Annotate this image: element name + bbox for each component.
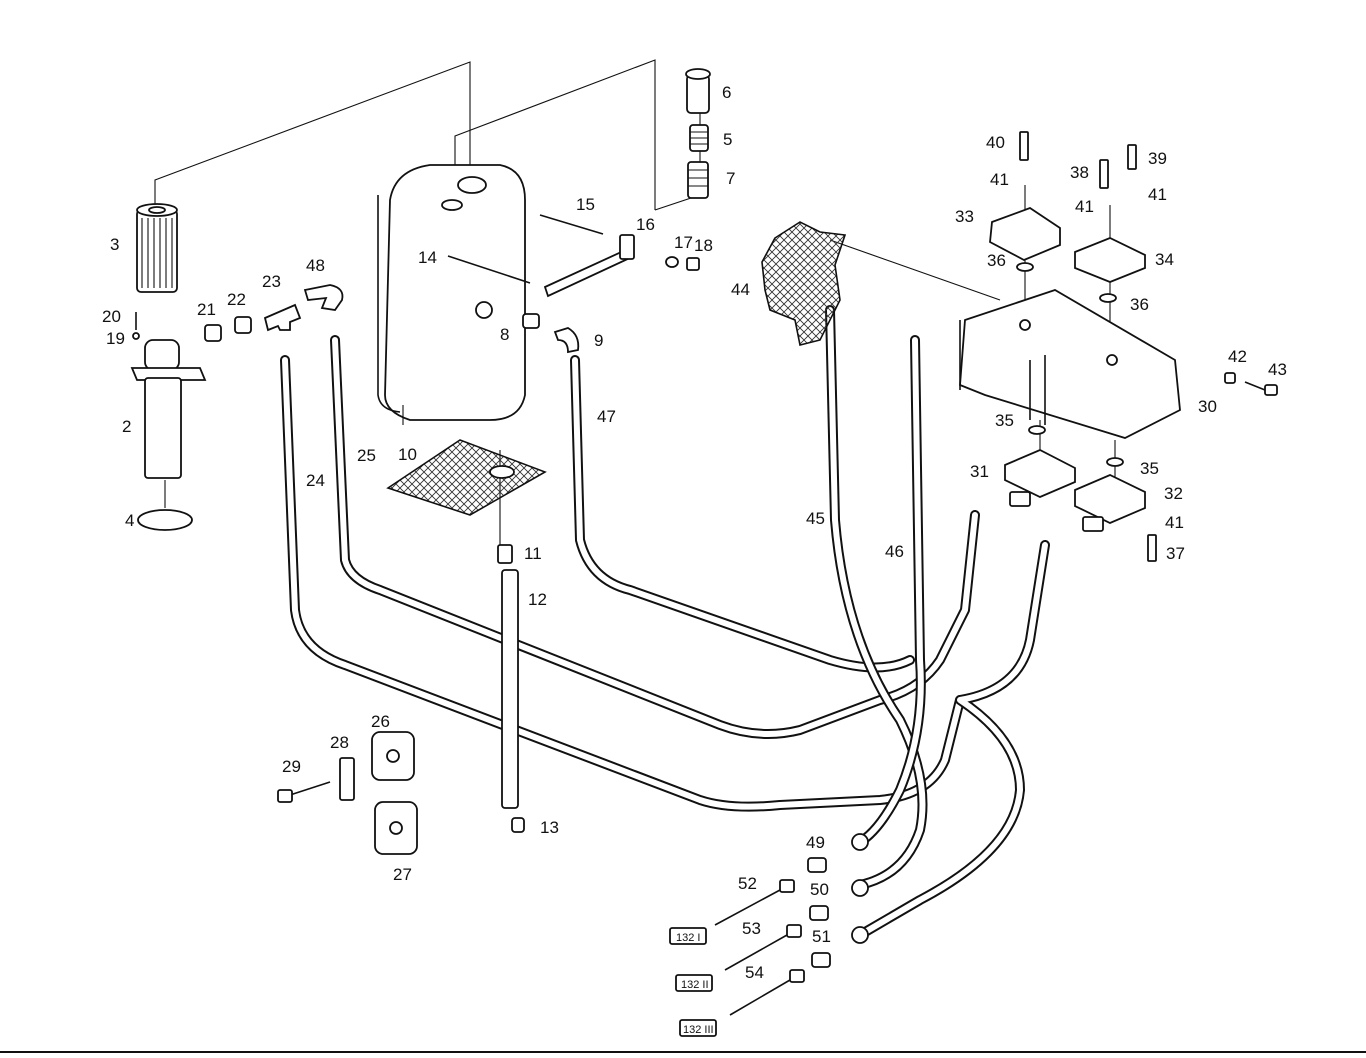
part-label: 53 xyxy=(742,919,761,938)
ref-tag-132-ii: 132 II xyxy=(681,979,709,991)
gasket-10 xyxy=(386,439,547,516)
part-label: 41 xyxy=(1165,513,1184,532)
part-label: 10 xyxy=(398,445,417,464)
part-label: 32 xyxy=(1164,484,1183,503)
part-label: 50 xyxy=(810,880,829,899)
part-label: 13 xyxy=(540,818,559,837)
part-label: 44 xyxy=(731,280,750,299)
filler-cap xyxy=(685,68,711,199)
part-label: 11 xyxy=(524,544,542,563)
reference-tags: 132 I 132 II 132 III xyxy=(676,932,714,1036)
part-label: 48 xyxy=(306,256,325,275)
part-label: 40 xyxy=(986,133,1005,152)
clamp-parts xyxy=(277,731,418,855)
part-label: 14 xyxy=(418,248,437,267)
part-label: 35 xyxy=(995,411,1014,430)
part-label: 42 xyxy=(1228,347,1247,366)
flanges xyxy=(989,131,1157,562)
part-label: 47 xyxy=(597,407,616,426)
part-label: 7 xyxy=(726,169,735,188)
part-label: 36 xyxy=(1130,295,1149,314)
part-label: 46 xyxy=(885,542,904,561)
ref-tag-132-iii: 132 III xyxy=(683,1024,714,1036)
part-labels: 2 3 4 5 6 7 8 9 10 11 12 13 14 15 16 17 … xyxy=(102,83,1287,982)
part-label: 12 xyxy=(528,590,547,609)
part-label: 43 xyxy=(1268,360,1287,379)
part-label: 6 xyxy=(722,83,731,102)
part-label: 34 xyxy=(1155,250,1174,269)
part-label: 25 xyxy=(357,446,376,465)
part-label: 27 xyxy=(393,865,412,884)
part-label: 24 xyxy=(306,471,325,490)
part-label: 17 xyxy=(674,233,693,252)
part-label: 41 xyxy=(1075,197,1094,216)
hose-lines xyxy=(280,305,1050,940)
part-label: 21 xyxy=(197,300,216,319)
part-label: 51 xyxy=(812,927,831,946)
mounting-plate-44 xyxy=(761,221,847,346)
part-label: 9 xyxy=(594,331,603,350)
part-label: 35 xyxy=(1140,459,1159,478)
part-label: 41 xyxy=(1148,185,1167,204)
pump-30 xyxy=(959,289,1278,439)
part-label: 52 xyxy=(738,874,757,893)
part-label: 37 xyxy=(1166,544,1185,563)
part-label: 16 xyxy=(636,215,655,234)
part-label: 39 xyxy=(1148,149,1167,168)
fittings-8-9 xyxy=(522,313,580,354)
part-label: 5 xyxy=(723,130,732,149)
filter-assembly xyxy=(130,203,207,531)
part-label: 54 xyxy=(745,963,764,982)
part-label: 3 xyxy=(110,235,119,254)
part-label: 19 xyxy=(106,329,125,348)
part-label: 41 xyxy=(990,170,1009,189)
part-label: 26 xyxy=(371,712,390,731)
part-label: 31 xyxy=(970,462,989,481)
part-label: 45 xyxy=(806,509,825,528)
fittings-left xyxy=(204,284,344,342)
part-label: 49 xyxy=(806,833,825,852)
part-label: 30 xyxy=(1198,397,1217,416)
part-label: 28 xyxy=(330,733,349,752)
part-label: 29 xyxy=(282,757,301,776)
part-label: 22 xyxy=(227,290,246,309)
part-label: 36 xyxy=(987,251,1006,270)
part-label: 8 xyxy=(500,325,509,344)
oil-tank xyxy=(377,164,526,421)
part-label: 18 xyxy=(694,236,713,255)
part-label: 23 xyxy=(262,272,281,291)
ref-tag-132-i: 132 I xyxy=(676,932,700,944)
part-label: 4 xyxy=(125,511,134,530)
part-label: 33 xyxy=(955,207,974,226)
part-label: 2 xyxy=(122,417,131,436)
part-label: 15 xyxy=(576,195,595,214)
bolts-unions xyxy=(669,833,869,1037)
part-label: 38 xyxy=(1070,163,1089,182)
drain-line xyxy=(497,544,525,833)
part-label: 20 xyxy=(102,307,121,326)
bracket-16 xyxy=(447,214,700,298)
